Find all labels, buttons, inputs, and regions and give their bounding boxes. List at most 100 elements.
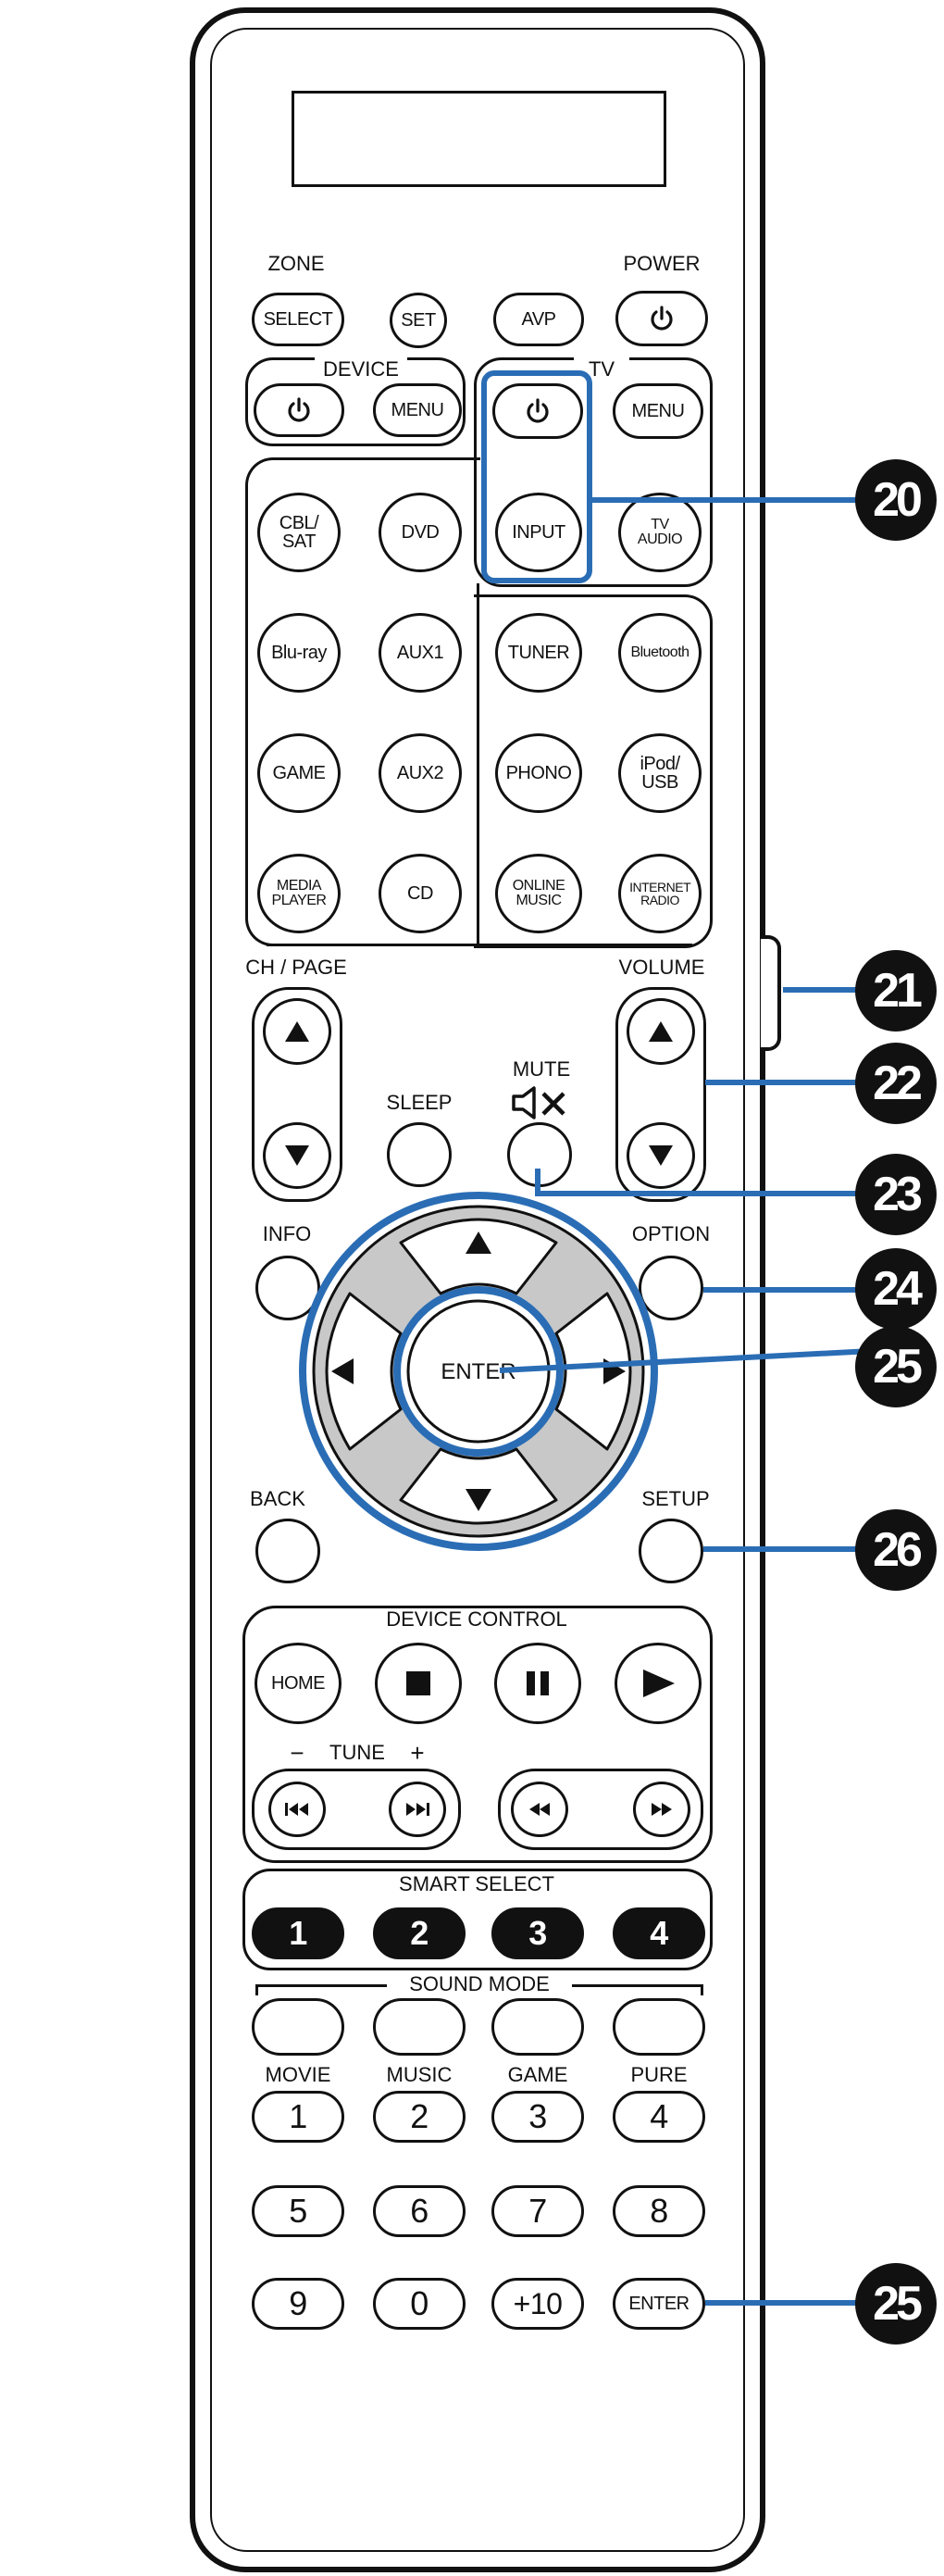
skip-back-icon (285, 1803, 308, 1816)
device-power-button[interactable] (254, 383, 344, 437)
ch-up-button[interactable] (263, 998, 331, 1065)
mute-icon (512, 1086, 565, 1119)
callout-21-line (783, 987, 861, 993)
tv-menu-button[interactable]: MENU (613, 383, 703, 439)
callout-24-line (703, 1287, 861, 1293)
smart-select-2-button[interactable]: 2 (373, 1907, 466, 1959)
callout-20-highlight (481, 370, 592, 583)
sound-mode-music-label: MUSIC (386, 2063, 453, 2086)
game-button[interactable]: GAME (257, 733, 341, 813)
internet-radio-button[interactable]: INTERNET RADIO (618, 854, 702, 933)
smart-select-3-button[interactable]: 3 (491, 1907, 584, 1959)
sleep-button[interactable] (387, 1122, 452, 1187)
play-button[interactable] (615, 1643, 702, 1724)
tv-audio-button[interactable]: TV AUDIO (618, 493, 702, 572)
power-label: POWER (623, 252, 701, 275)
volume-down-button[interactable] (627, 1122, 695, 1189)
volume-rocker (615, 987, 706, 1202)
set-button[interactable]: SET (390, 293, 447, 348)
num-2-button[interactable]: 2 (373, 2091, 466, 2143)
bluetooth-button[interactable]: Bluetooth (618, 613, 702, 693)
num-7-button[interactable]: 7 (491, 2185, 584, 2237)
ch-page-rocker (252, 987, 342, 1202)
callout-26-line (703, 1546, 861, 1552)
callout-21-badge: 21 (855, 950, 937, 1032)
online-music-button[interactable]: ONLINE MUSIC (495, 854, 582, 933)
tuner-button[interactable]: TUNER (495, 613, 582, 693)
aux1-button[interactable]: AUX1 (379, 613, 462, 693)
tune-down-button[interactable] (268, 1782, 326, 1837)
num-3-button[interactable]: 3 (491, 2091, 584, 2143)
remote-display (292, 91, 666, 187)
power-icon (288, 397, 310, 422)
info-button[interactable] (255, 1256, 320, 1320)
ch-page-label: CH / PAGE (245, 956, 347, 979)
sound-mode-movie-button[interactable] (252, 1998, 344, 2056)
num-6-button[interactable]: 6 (373, 2185, 466, 2237)
setup-button[interactable] (639, 1519, 703, 1583)
media-player-button[interactable]: MEDIA PLAYER (257, 854, 341, 933)
dvd-button[interactable]: DVD (379, 493, 462, 572)
num-4-button[interactable]: 4 (613, 2091, 705, 2143)
sleep-label: SLEEP (386, 1091, 453, 1114)
sound-mode-pure-button[interactable] (613, 1998, 705, 2056)
smart-select-4-button[interactable]: 4 (613, 1907, 705, 1959)
device-menu-button[interactable]: MENU (373, 383, 462, 437)
ch-down-button[interactable] (263, 1122, 331, 1189)
play-icon (643, 1669, 675, 1697)
search-rocker (498, 1769, 703, 1850)
home-button[interactable]: HOME (255, 1643, 342, 1724)
dpad-right-button[interactable] (554, 1292, 632, 1451)
power-icon (527, 398, 549, 423)
phono-button[interactable]: PHONO (495, 733, 582, 813)
fast-forward-button[interactable] (633, 1782, 690, 1837)
callout-20-badge: 20 (855, 459, 937, 541)
smart-select-1-button[interactable]: 1 (252, 1907, 344, 1959)
avp-button[interactable]: AVP (493, 293, 584, 346)
sound-mode-music-button[interactable] (373, 1998, 466, 2056)
stop-button[interactable] (375, 1643, 462, 1724)
callout-23-badge: 23 (855, 1154, 937, 1235)
num-1-button[interactable]: 1 (252, 2091, 344, 2143)
power-button[interactable] (615, 291, 708, 346)
arrow-down-icon (466, 1489, 491, 1511)
enter-button-ring (406, 1299, 551, 1444)
cd-button[interactable]: CD (379, 854, 462, 933)
rewind-icon (529, 1803, 550, 1816)
tv-input-button[interactable]: INPUT (495, 493, 582, 572)
volume-up-button[interactable] (627, 998, 695, 1065)
dpad (299, 1192, 658, 1551)
dpad-up-button[interactable] (399, 1218, 558, 1295)
num-plus10-button[interactable]: +10 (491, 2278, 584, 2330)
device-control-label: DEVICE CONTROL (386, 1607, 567, 1631)
ipod-usb-button[interactable]: iPod/ USB (618, 733, 702, 813)
num-9-button[interactable]: 9 (252, 2278, 344, 2330)
smart-select-label: SMART SELECT (399, 1872, 554, 1895)
sound-mode-label: SOUND MODE (387, 1972, 572, 1996)
num-8-button[interactable]: 8 (613, 2185, 705, 2237)
callout-26-badge: 26 (855, 1509, 937, 1591)
device-label: DEVICE (315, 357, 407, 381)
tv-power-button[interactable] (492, 383, 583, 439)
arrow-up-icon (649, 1021, 673, 1042)
dpad-down-button[interactable] (399, 1447, 558, 1525)
aux2-button[interactable]: AUX2 (379, 733, 462, 813)
info-label: INFO (262, 1222, 312, 1245)
bluray-button[interactable]: Blu-ray (257, 613, 341, 693)
cbl-sat-button[interactable]: CBL/ SAT (257, 493, 341, 572)
callout-23-line (537, 1191, 861, 1196)
option-label: OPTION (631, 1222, 711, 1245)
back-button[interactable] (255, 1519, 320, 1583)
zone-select-button[interactable]: SELECT (252, 293, 344, 346)
num-5-button[interactable]: 5 (252, 2185, 344, 2237)
tune-up-button[interactable] (389, 1782, 446, 1837)
option-button[interactable] (639, 1256, 703, 1320)
volume-label: VOLUME (618, 956, 705, 979)
rewind-button[interactable] (511, 1782, 568, 1837)
pause-button[interactable] (494, 1643, 581, 1724)
num-enter-button[interactable]: ENTER (613, 2278, 705, 2330)
sound-mode-game-button[interactable] (491, 1998, 584, 2056)
num-0-button[interactable]: 0 (373, 2278, 466, 2330)
callout-22-line (705, 1080, 861, 1085)
dpad-left-button[interactable] (325, 1292, 403, 1451)
